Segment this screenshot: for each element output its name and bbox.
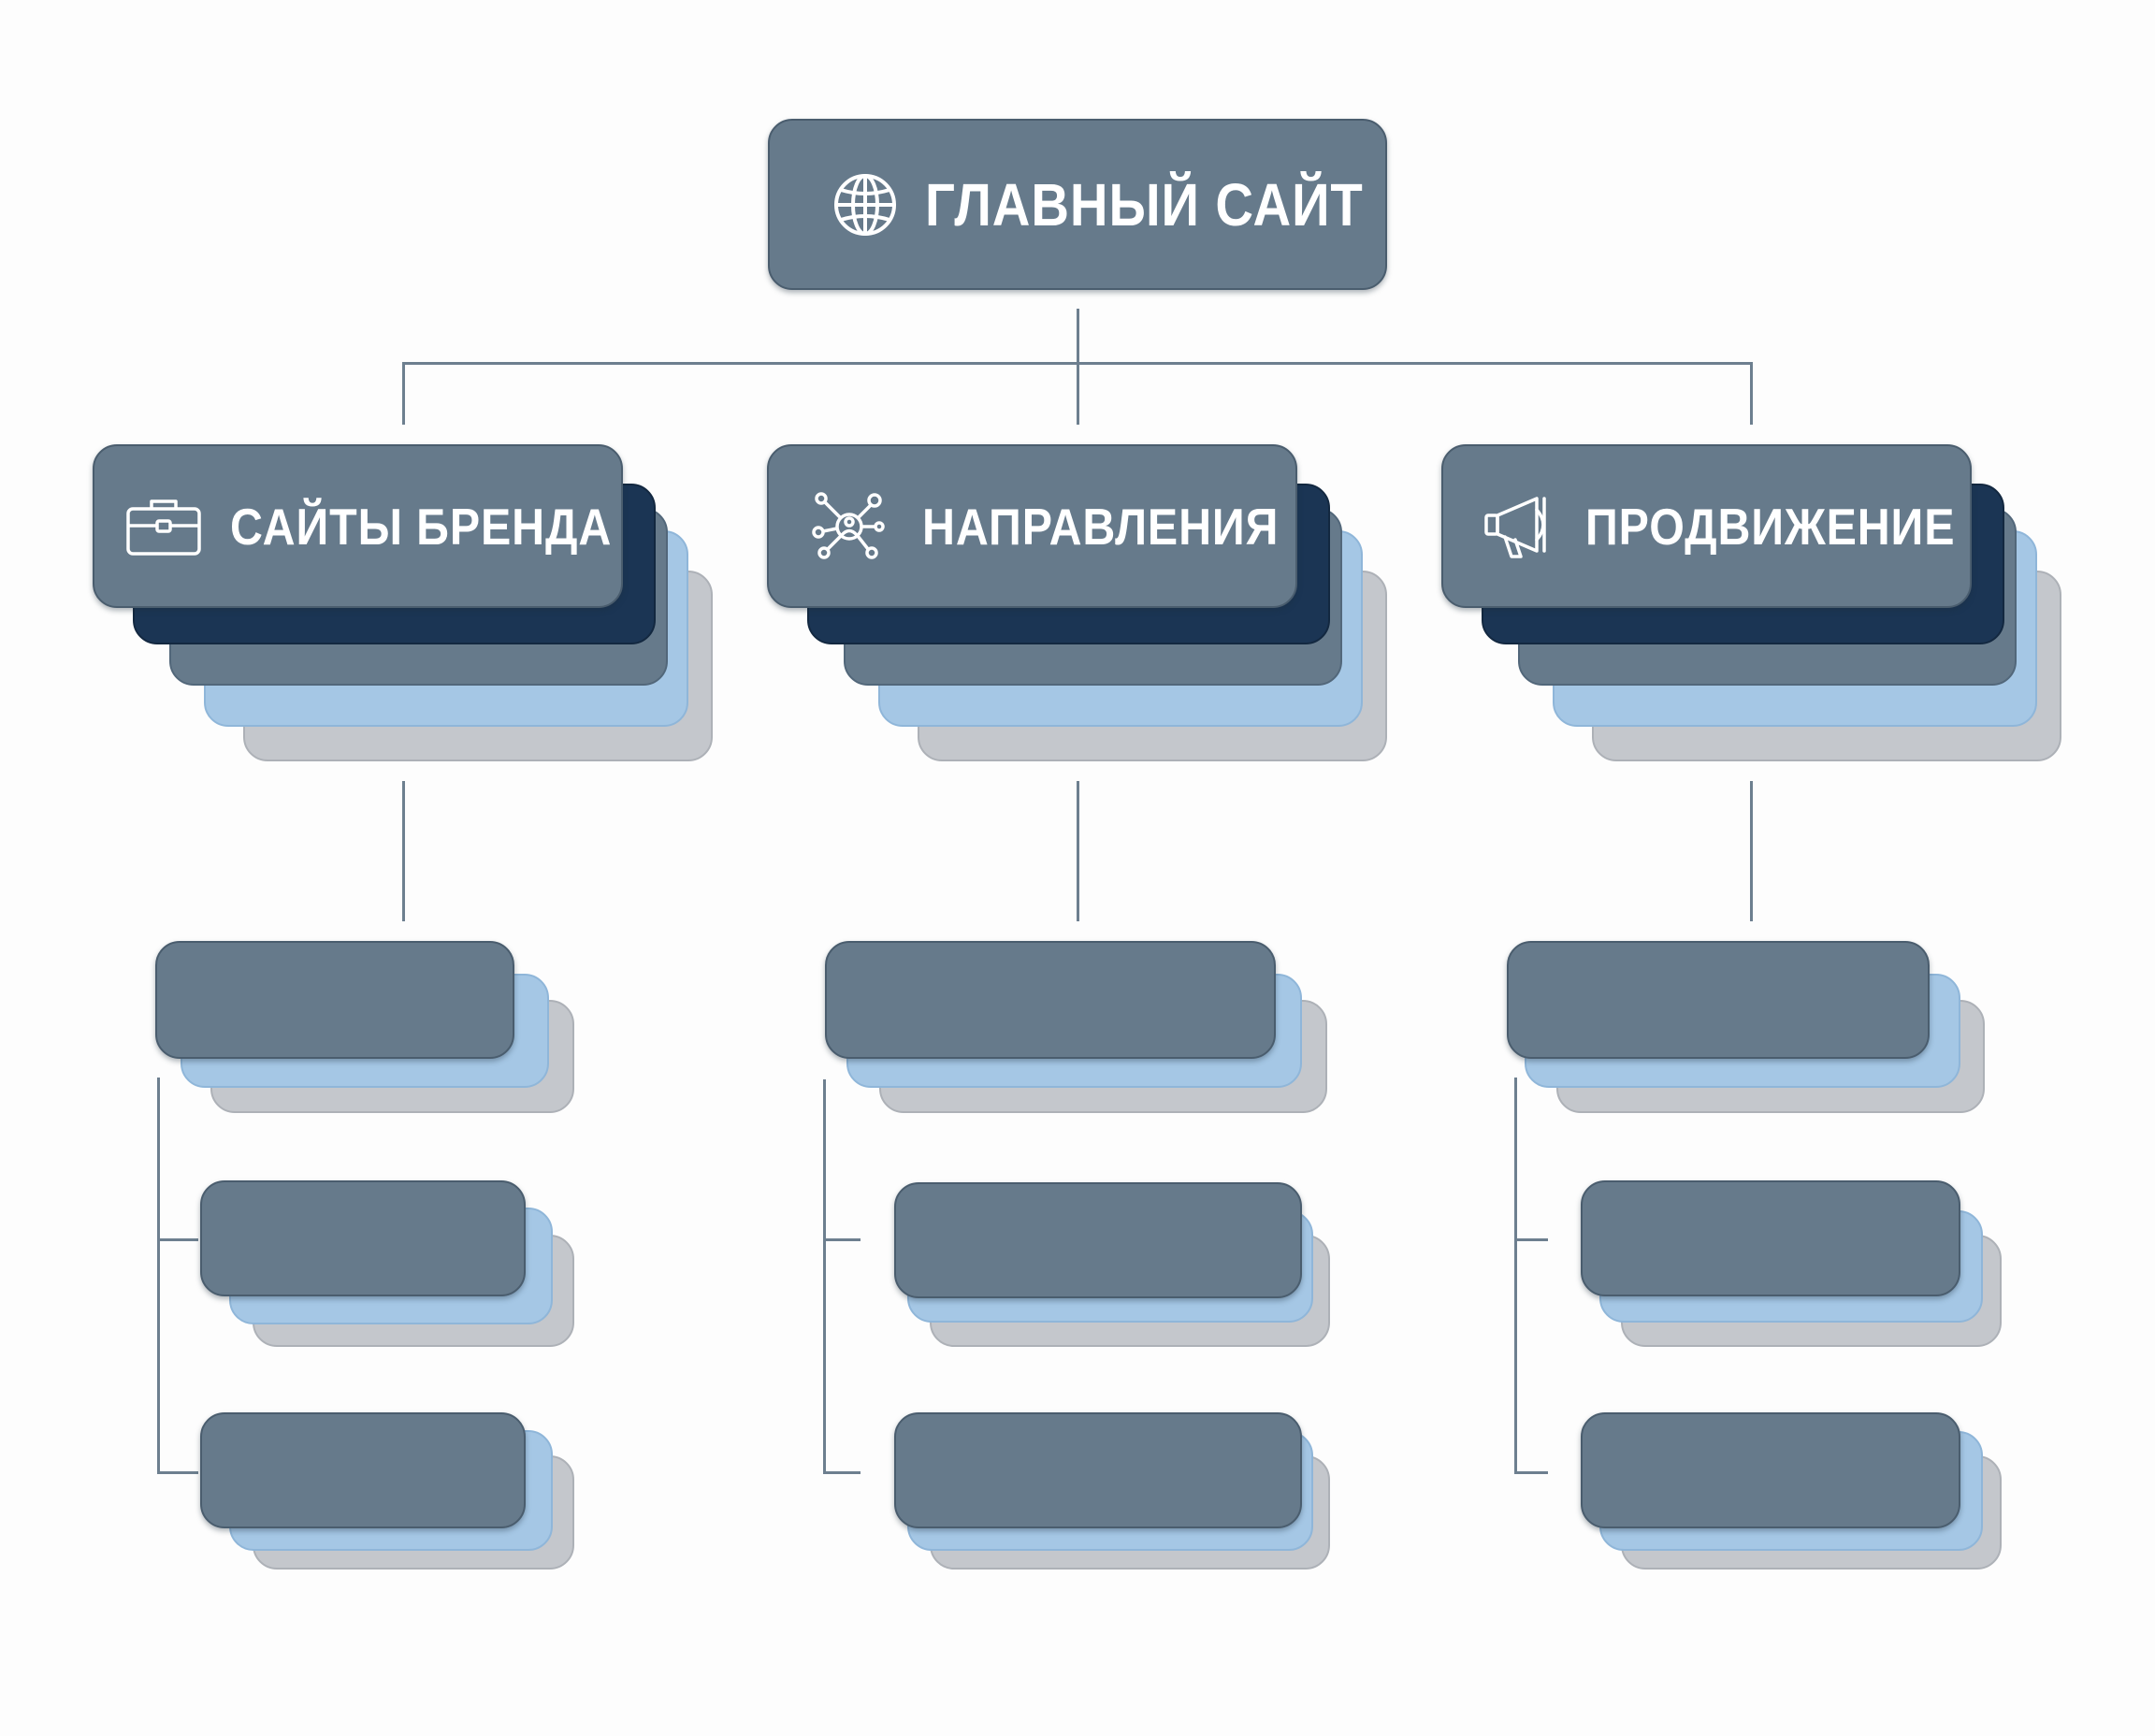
root-label: ГЛАВНЫЙ САЙТ (925, 170, 1364, 239)
megaphone-icon (1484, 496, 1546, 558)
briefcase-icon (126, 499, 201, 556)
child-placeholder-card[interactable] (894, 1182, 1302, 1298)
root-node[interactable]: ГЛАВНЫЙ САЙТ (768, 119, 1387, 290)
category-brand-sites[interactable]: САЙТЫ БРЕНДА (93, 444, 623, 608)
globe-icon (834, 173, 896, 236)
branch-line-vertical-3 (1514, 1078, 1517, 1474)
connector-to-brand-sites (402, 362, 405, 425)
branch-line-tick (823, 1471, 861, 1474)
child-placeholder-card[interactable] (1581, 1180, 1960, 1296)
child-placeholder-card[interactable] (1581, 1412, 1960, 1528)
category-directions[interactable]: НАПРАВЛЕНИЯ (767, 444, 1297, 608)
connector-directions-down (1077, 781, 1079, 921)
branch-line-vertical-1 (157, 1078, 160, 1474)
root-node-content: ГЛАВНЫЙ САЙТ (770, 121, 1385, 288)
category-header: ПРОДВИЖЕНИЕ (1443, 446, 1970, 606)
category-label: НАПРАВЛЕНИЯ (922, 497, 1280, 556)
child-placeholder-card[interactable] (1507, 941, 1930, 1059)
connector-to-promotion (1750, 362, 1753, 425)
child-placeholder-card[interactable] (155, 941, 514, 1059)
child-placeholder-card[interactable] (200, 1412, 526, 1528)
branch-line-tick (823, 1238, 861, 1241)
network-nodes-icon (812, 491, 885, 559)
category-header: НАПРАВЛЕНИЯ (769, 446, 1295, 606)
category-label: ПРОДВИЖЕНИЕ (1585, 497, 1956, 556)
category-header: САЙТЫ БРЕНДА (94, 446, 621, 606)
branch-line-tick (1514, 1471, 1548, 1474)
branch-line-tick (1514, 1238, 1548, 1241)
branch-line-tick (157, 1238, 198, 1241)
child-placeholder-card[interactable] (200, 1180, 526, 1296)
child-placeholder-card[interactable] (825, 941, 1276, 1059)
category-promotion[interactable]: ПРОДВИЖЕНИЕ (1441, 444, 1972, 608)
category-label: САЙТЫ БРЕНДА (230, 497, 613, 556)
connector-to-directions (1077, 362, 1079, 425)
connector-promotion-down (1750, 781, 1753, 921)
branch-line-tick (157, 1471, 198, 1474)
branch-line-vertical-2 (823, 1079, 826, 1474)
connector-brand-sites-down (402, 781, 405, 921)
child-placeholder-card[interactable] (894, 1412, 1302, 1528)
